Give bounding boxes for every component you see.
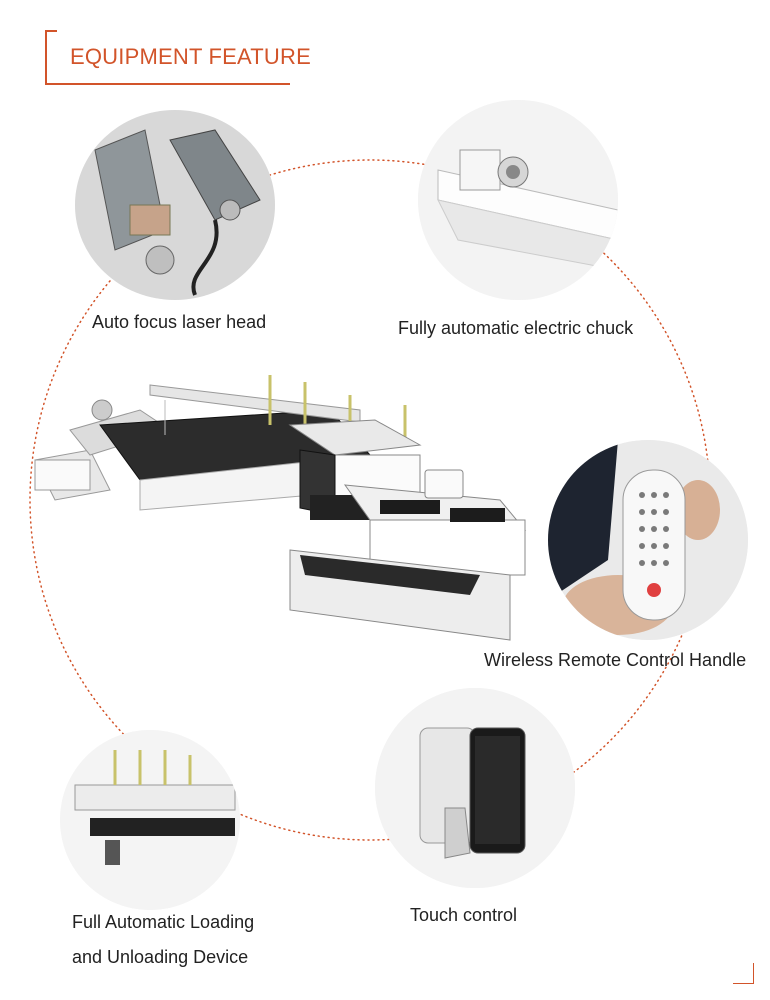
caption-loading-line2: and Unloading Device: [72, 947, 249, 967]
section-header: EQUIPMENT FEATURE: [45, 30, 311, 85]
caption-loading-line1: Full Automatic Loading: [72, 912, 255, 932]
touch-panel-photo-icon: [375, 688, 575, 888]
laser-head-photo-icon: [75, 110, 275, 300]
section-title: EQUIPMENT FEATURE: [70, 44, 311, 69]
loading-device-photo-icon: [60, 730, 240, 910]
corner-bracket-icon: [733, 963, 754, 984]
header-bracket-top: [45, 30, 57, 32]
caption-remote-control: Wireless Remote Control Handle: [484, 650, 747, 670]
remote-control-photo-icon: [548, 440, 748, 640]
tube-laser-cutting-machine-icon: [34, 375, 527, 641]
caption-laser-head: Auto focus laser head: [92, 312, 267, 332]
electric-chuck-photo-icon: [418, 100, 618, 300]
header-bracket-bottom: [45, 83, 290, 85]
caption-electric-chuck: Fully automatic electric chuck: [398, 318, 634, 338]
caption-touch-control: Touch control: [410, 905, 518, 925]
header-bracket-vertical: [45, 30, 47, 85]
